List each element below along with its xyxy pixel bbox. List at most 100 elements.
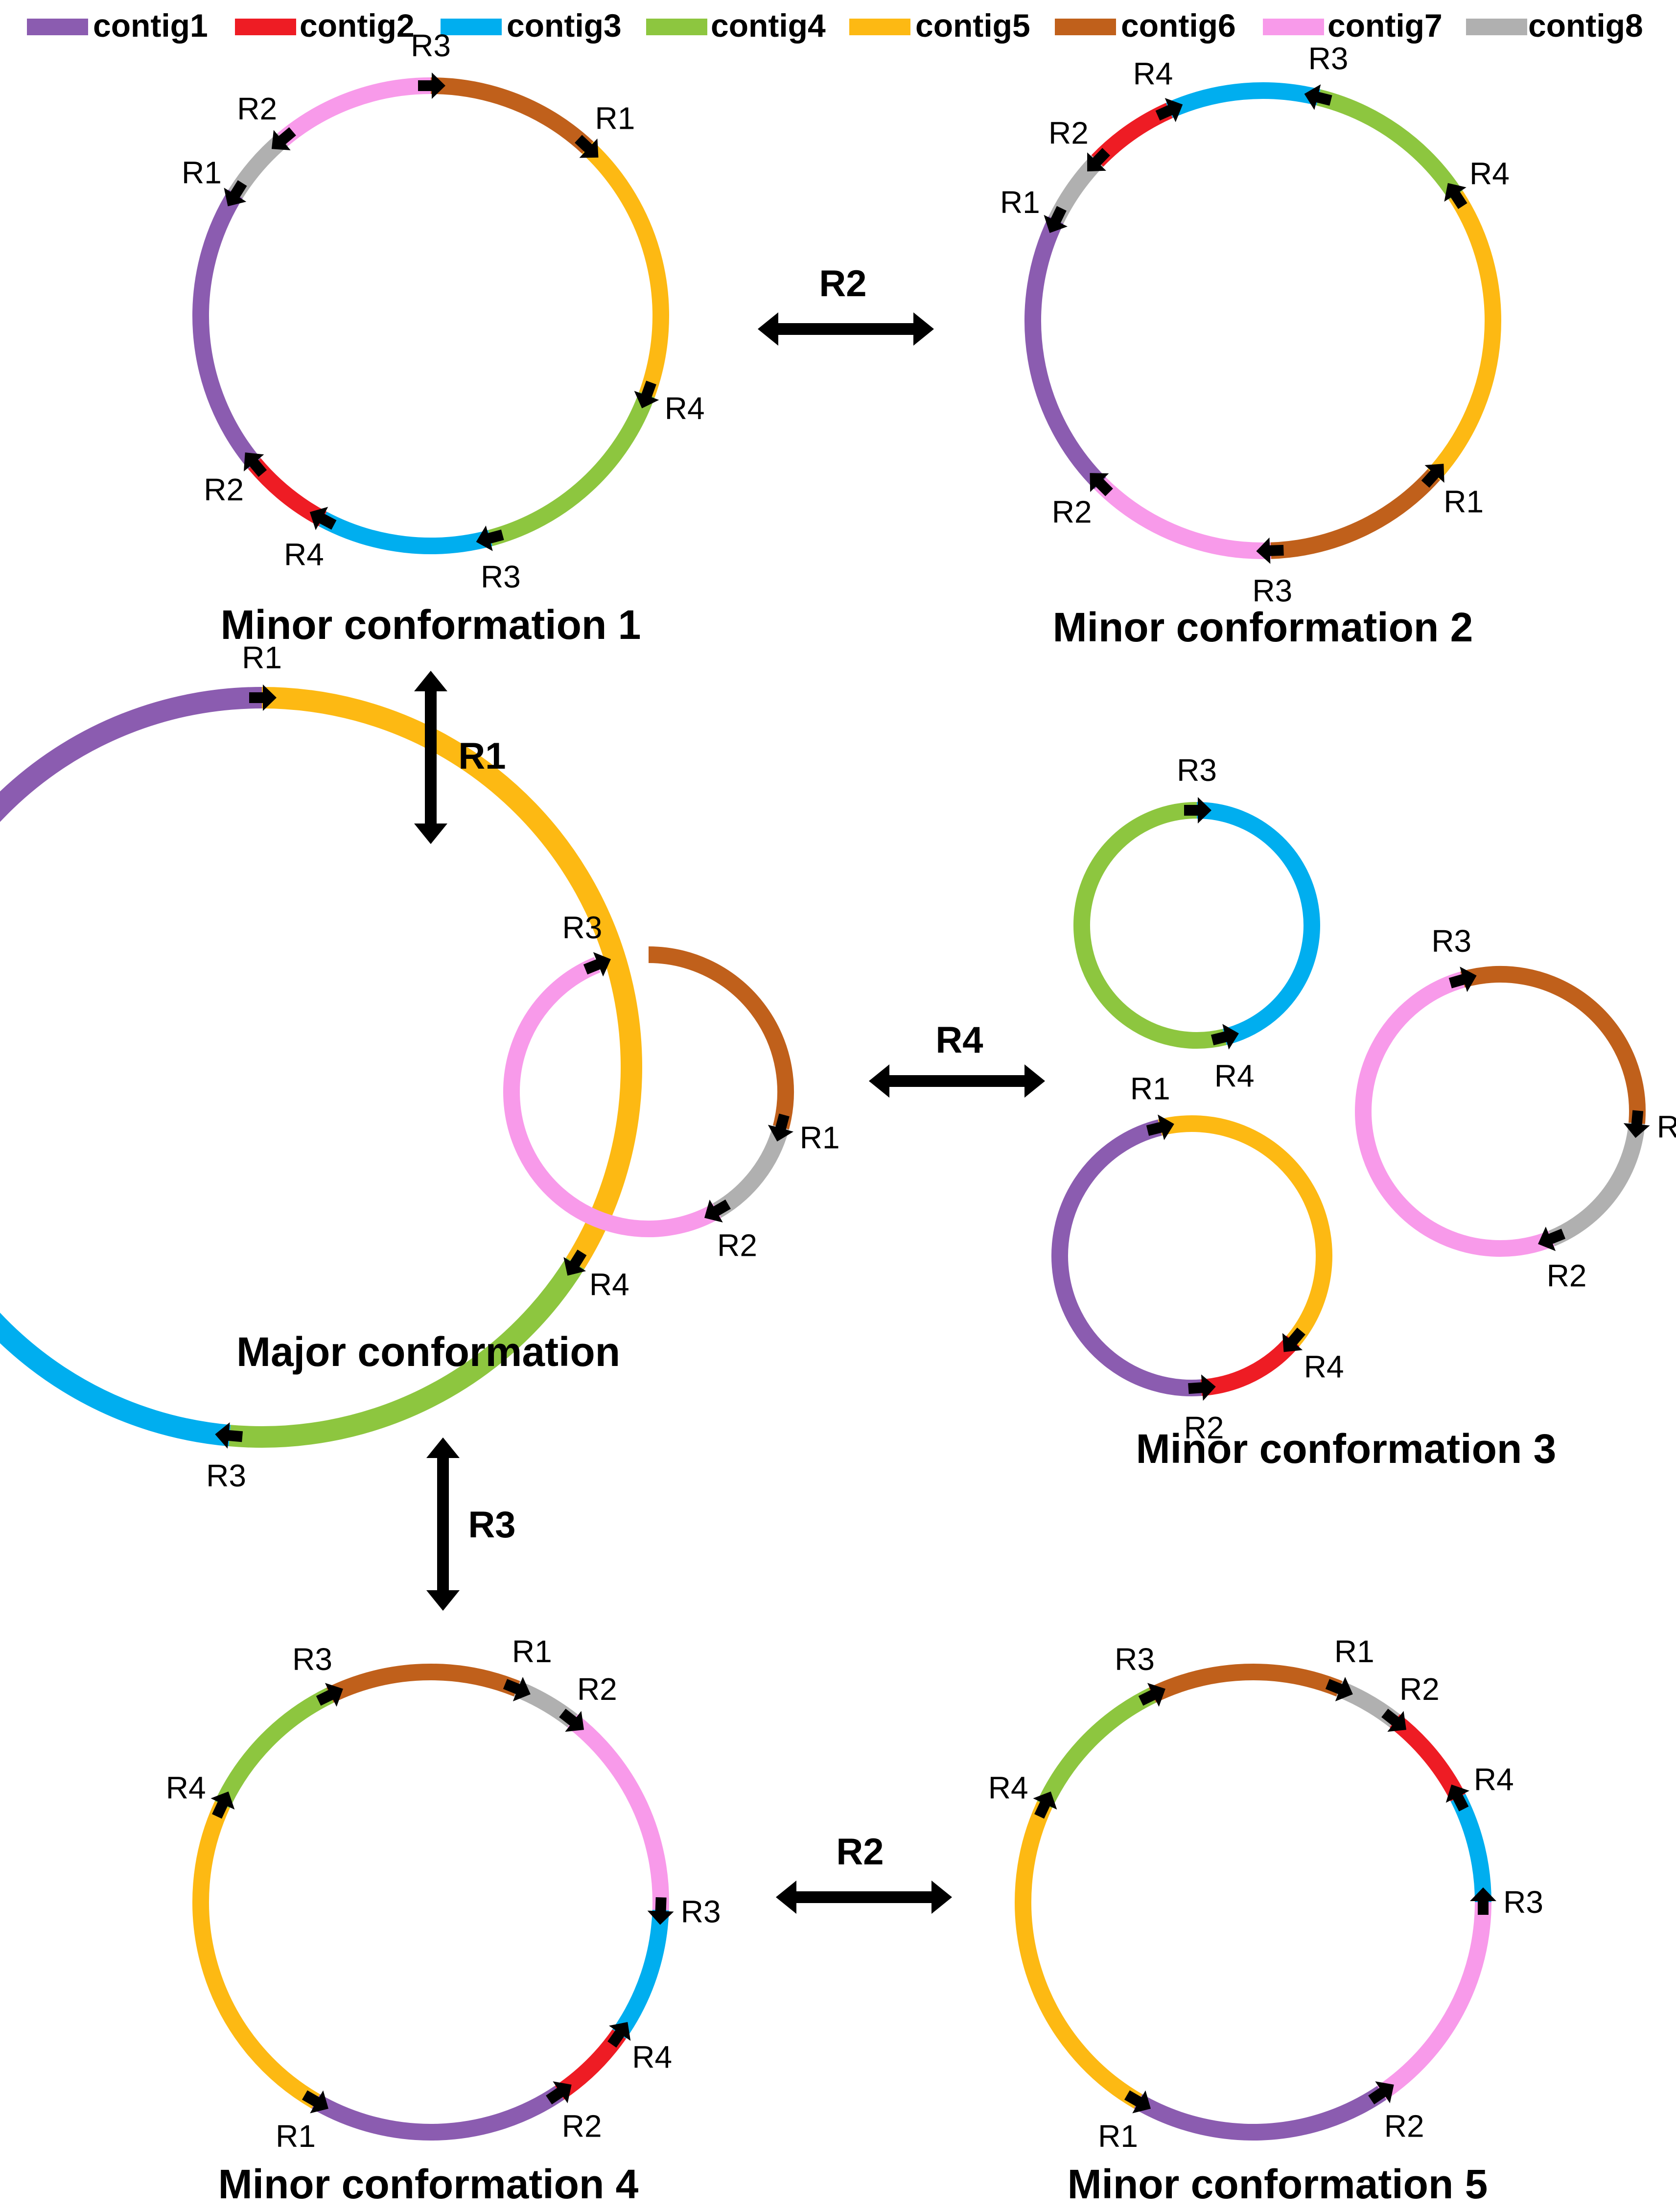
repeat-label-r1: R1 [595, 100, 635, 136]
repeat-label-r1: R1 [512, 1634, 552, 1669]
arc-contig7 [1377, 1902, 1491, 2100]
repeat-arrow-r3 [316, 1683, 343, 1707]
transition-label-r3: R3 [468, 1504, 515, 1546]
legend-swatch-contig7 [1263, 19, 1324, 35]
repeat-arrow-r3 [215, 1422, 243, 1449]
legend-label-contig1: contig1 [93, 7, 208, 44]
arc-contig5 [582, 141, 669, 398]
repeat-label-r4: R4 [1133, 56, 1173, 92]
arc-contig5 [1015, 1801, 1142, 2109]
repeat-arrow-r3 [1256, 537, 1284, 564]
arc-contig4 [214, 1688, 334, 1809]
arc-contig3 [1165, 82, 1321, 118]
arc-contig3 [612, 1909, 669, 2039]
arc-contig1 [192, 189, 261, 470]
arc-contig4 [229, 1257, 584, 1448]
transition-arrow-r3: R3 [426, 1437, 516, 1611]
arc-contig4 [1073, 802, 1227, 1049]
repeat-label-r1: R1 [182, 155, 222, 190]
repeat-label-r4: R4 [1304, 1349, 1344, 1384]
arc-contig1 [1051, 1119, 1202, 1396]
repeat-arrow-r2 [546, 2081, 572, 2105]
repeat-label-r1: R1 [1657, 1109, 1676, 1145]
repeat-arrow-r1 [1044, 206, 1068, 233]
repeat-arrow-r4 [1033, 1791, 1057, 1819]
arc-contig7 [1354, 971, 1555, 1257]
repeat-label-r4: R4 [1214, 1059, 1255, 1094]
legend-label-contig8: contig8 [1528, 7, 1643, 44]
caption-minor-conformation-3: Minor conformation 3 [1136, 1426, 1557, 1472]
repeat-label-r4: R4 [589, 1267, 629, 1302]
repeat-label-r2: R2 [204, 472, 244, 507]
repeat-arrow-r1 [1124, 2090, 1151, 2114]
arc-contig1 [1024, 216, 1106, 490]
repeat-arrow-r1 [249, 684, 277, 711]
legend-label-contig3: contig3 [507, 7, 622, 44]
repeat-label-r2: R2 [1399, 1671, 1440, 1707]
arc-contig5 [261, 687, 642, 1269]
repeat-arrow-r3 [476, 525, 504, 551]
arc-contig1 [311, 2086, 564, 2141]
repeat-label-r3: R3 [1503, 1884, 1543, 1920]
repeat-label-r4: R4 [1474, 1762, 1514, 1797]
arc-contig7 [503, 957, 722, 1237]
repeat-label-r1: R1 [1443, 484, 1484, 519]
legend-swatch-contig1 [27, 19, 88, 35]
repeat-label-r3: R3 [206, 1458, 246, 1493]
arc-contig5 [192, 1801, 320, 2109]
legend-label-contig4: contig4 [711, 7, 826, 44]
repeat-arrow-r4 [607, 2022, 631, 2048]
arc-contig8 [1548, 1122, 1645, 1247]
legend-swatch-contig4 [646, 19, 707, 35]
repeat-label-r3: R3 [1252, 573, 1292, 609]
repeat-label-r1: R1 [276, 2118, 316, 2154]
arc-contig2 [1200, 1335, 1300, 1396]
caption-minor-conformation-5: Minor conformation 5 [1068, 2161, 1488, 2207]
arc-contig4 [1037, 1688, 1156, 1809]
arc-contig7 [277, 77, 431, 146]
repeat-label-r3: R3 [481, 559, 521, 594]
legend-swatch-contig8 [1466, 19, 1527, 35]
repeat-arrow-r1 [1421, 464, 1444, 488]
repeat-label-r1: R1 [242, 640, 282, 675]
repeat-arrow-r1 [768, 1113, 794, 1142]
arc-contig3 [319, 511, 493, 555]
repeat-arrow-r2 [1087, 148, 1110, 172]
arc-contig5 [1158, 1115, 1332, 1346]
repeat-label-r4: R4 [988, 1770, 1028, 1806]
arc-contig4 [1316, 89, 1463, 200]
repeat-arrow-r4 [563, 1249, 587, 1276]
arc-contig3 [0, 1312, 231, 1447]
repeat-label-r2: R2 [237, 91, 277, 126]
legend-label-contig6: contig6 [1121, 7, 1236, 44]
repeat-arrow-r1 [302, 2090, 328, 2114]
repeat-arrow-r2 [1538, 1226, 1566, 1251]
repeat-arrow-r1 [575, 135, 599, 158]
legend-swatch-contig2 [235, 19, 296, 35]
repeat-arrow-r3 [583, 952, 611, 977]
repeat-label-r3: R3 [1431, 923, 1471, 959]
repeat-arrow-r4 [1444, 183, 1467, 209]
repeat-label-r3: R3 [292, 1642, 332, 1677]
repeat-label-r3: R3 [681, 1894, 721, 1929]
repeat-label-r2: R2 [717, 1228, 757, 1263]
arc-contig3 [1196, 802, 1320, 1045]
arc-contig7 [567, 1714, 669, 1910]
repeat-arrow-r1 [1623, 1110, 1650, 1138]
transition-label-r1: R1 [458, 735, 506, 777]
contig-legend: contig1 contig2 contig3 contig4 contig5 … [27, 7, 1643, 44]
repeat-label-r4: R4 [665, 391, 705, 426]
repeat-arrow-r2 [1188, 1374, 1216, 1401]
repeat-arrow-r1 [1146, 1114, 1174, 1140]
conformation-circles: R3R1R4R3R4R2R1R2R3R4R1R3R2R1R2R4R1R4R3R4… [0, 28, 1676, 2154]
repeat-arrow-r3 [1138, 1683, 1165, 1707]
repeat-arrow-r3 [1448, 966, 1477, 992]
transition-label-r2-bottom: R2 [836, 1831, 884, 1873]
repeat-label-r2: R2 [1547, 1258, 1587, 1294]
repeat-arrow-r4 [1155, 98, 1183, 122]
repeat-label-r2: R2 [577, 1671, 617, 1707]
legend-label-contig2: contig2 [300, 7, 415, 44]
legend-swatch-contig6 [1055, 19, 1116, 35]
repeat-label-r2: R2 [1384, 2109, 1424, 2144]
